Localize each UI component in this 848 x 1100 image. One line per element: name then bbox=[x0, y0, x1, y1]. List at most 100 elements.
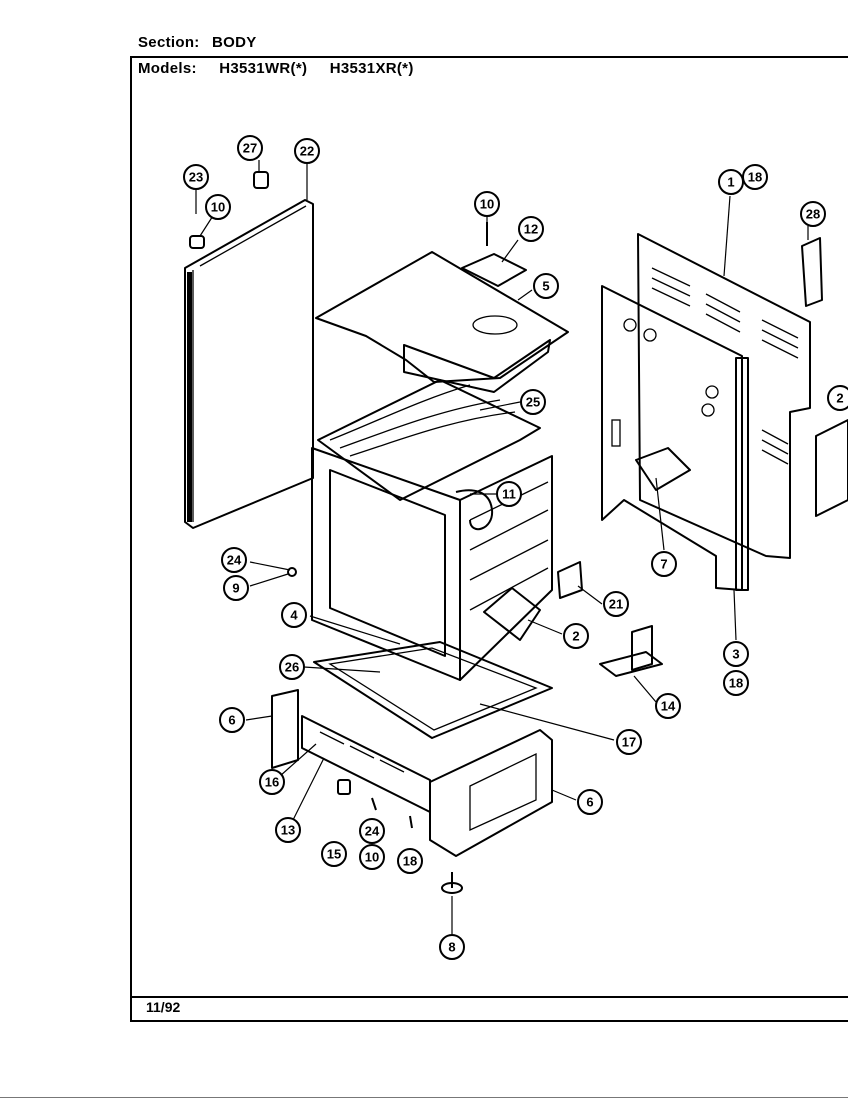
svg-text:18: 18 bbox=[748, 170, 762, 185]
svg-text:5: 5 bbox=[542, 279, 549, 294]
models-label: Models: bbox=[138, 60, 197, 77]
diagram-frame bbox=[130, 56, 848, 1022]
callout-14: 14 bbox=[655, 693, 681, 719]
rear-bracket bbox=[599, 625, 663, 677]
callout-3: 3 bbox=[723, 641, 749, 667]
drawer-box bbox=[429, 729, 553, 857]
callout-6-right: 6 bbox=[577, 789, 603, 815]
svg-text:3: 3 bbox=[732, 647, 739, 662]
svg-text:8: 8 bbox=[448, 940, 455, 955]
callout-5: 5 bbox=[533, 273, 559, 299]
callout-18-back: 18 bbox=[742, 164, 768, 190]
svg-text:13: 13 bbox=[281, 823, 295, 838]
callout-25: 25 bbox=[520, 389, 546, 415]
callout-21: 21 bbox=[603, 591, 629, 617]
oven-cavity bbox=[311, 447, 553, 681]
leader-lines bbox=[195, 160, 809, 934]
svg-text:2: 2 bbox=[572, 629, 579, 644]
svg-text:28: 28 bbox=[806, 207, 820, 222]
small-clip-15 bbox=[337, 779, 351, 795]
section-label: Section: bbox=[138, 34, 200, 51]
footer-rule bbox=[130, 996, 848, 998]
svg-text:7: 7 bbox=[660, 557, 667, 572]
svg-text:4: 4 bbox=[290, 608, 298, 623]
callout-24-left: 24 bbox=[221, 547, 247, 573]
callout-10-door: 10 bbox=[205, 194, 231, 220]
revision-date: 11/92 bbox=[146, 999, 181, 1015]
screw-9 bbox=[287, 567, 297, 577]
callout-7: 7 bbox=[651, 551, 677, 577]
svg-text:24: 24 bbox=[365, 824, 380, 839]
top-bracket bbox=[461, 253, 527, 287]
callout-1: 1 bbox=[718, 169, 744, 195]
gasket-clip bbox=[253, 171, 269, 189]
small-bracket bbox=[557, 561, 583, 599]
models-header: Models: H3531WR(*) H3531XR(*) bbox=[138, 60, 414, 77]
svg-text:16: 16 bbox=[265, 775, 279, 790]
callout-16: 16 bbox=[259, 769, 285, 795]
svg-text:1: 1 bbox=[727, 175, 734, 190]
svg-text:6: 6 bbox=[586, 795, 593, 810]
back-panel bbox=[601, 233, 811, 591]
svg-text:10: 10 bbox=[480, 197, 494, 212]
callout-15: 15 bbox=[321, 841, 347, 867]
svg-text:14: 14 bbox=[661, 699, 676, 714]
model-2: H3531XR(*) bbox=[329, 60, 414, 77]
svg-text:26: 26 bbox=[285, 660, 299, 675]
callouts-layer: 27 22 23 10 10 12 5 1 18 28 25 11 24 9 7… bbox=[183, 135, 848, 960]
bottom-panel bbox=[313, 641, 553, 739]
cavity-support bbox=[483, 587, 541, 641]
callout-4: 4 bbox=[281, 602, 307, 628]
callout-10-top: 10 bbox=[474, 191, 500, 217]
section-header: Section: BODY bbox=[138, 34, 257, 51]
callout-17: 17 bbox=[616, 729, 642, 755]
callout-10-bottom: 10 bbox=[359, 844, 385, 870]
svg-text:21: 21 bbox=[609, 597, 623, 612]
callout-24-bottom: 24 bbox=[359, 818, 385, 844]
side-panel-partial bbox=[815, 419, 848, 517]
side-bracket bbox=[801, 237, 823, 307]
callout-26: 26 bbox=[279, 654, 305, 680]
svg-text:18: 18 bbox=[403, 854, 417, 869]
svg-text:25: 25 bbox=[526, 395, 540, 410]
svg-text:10: 10 bbox=[365, 850, 379, 865]
svg-text:12: 12 bbox=[524, 222, 538, 237]
screw-18 bbox=[409, 815, 413, 829]
leveling-leg bbox=[441, 872, 463, 894]
screw-24 bbox=[371, 797, 377, 811]
callout-23: 23 bbox=[183, 164, 209, 190]
callout-8: 8 bbox=[439, 934, 465, 960]
svg-text:15: 15 bbox=[327, 847, 341, 862]
hinge-clip bbox=[189, 235, 205, 249]
section-value: BODY bbox=[212, 34, 257, 51]
svg-text:2: 2 bbox=[836, 391, 843, 406]
svg-text:18: 18 bbox=[729, 676, 743, 691]
callout-27: 27 bbox=[237, 135, 263, 161]
callout-2: 2 bbox=[563, 623, 589, 649]
svg-text:10: 10 bbox=[211, 200, 225, 215]
svg-text:9: 9 bbox=[232, 581, 239, 596]
svg-text:27: 27 bbox=[243, 141, 257, 156]
callout-9: 9 bbox=[223, 575, 249, 601]
callout-22: 22 bbox=[294, 138, 320, 164]
svg-text:22: 22 bbox=[300, 144, 314, 159]
callout-2-partial: 2 bbox=[827, 385, 848, 411]
model-1: H3531WR(*) bbox=[219, 60, 308, 77]
oven-insulation bbox=[317, 379, 541, 501]
svg-text:6: 6 bbox=[228, 713, 235, 728]
callout-18-bottom: 18 bbox=[397, 848, 423, 874]
svg-text:23: 23 bbox=[189, 170, 203, 185]
callout-13: 13 bbox=[275, 817, 301, 843]
callout-11: 11 bbox=[496, 481, 522, 507]
callout-18-right: 18 bbox=[723, 670, 749, 696]
page-edge-line bbox=[0, 1097, 848, 1098]
svg-text:11: 11 bbox=[502, 487, 516, 502]
oven-door-panel bbox=[184, 199, 314, 529]
callout-12: 12 bbox=[518, 216, 544, 242]
svg-text:17: 17 bbox=[622, 735, 636, 750]
svg-text:24: 24 bbox=[227, 553, 242, 568]
callout-6-left: 6 bbox=[219, 707, 245, 733]
base-left-panel bbox=[271, 689, 299, 769]
callout-28: 28 bbox=[800, 201, 826, 227]
